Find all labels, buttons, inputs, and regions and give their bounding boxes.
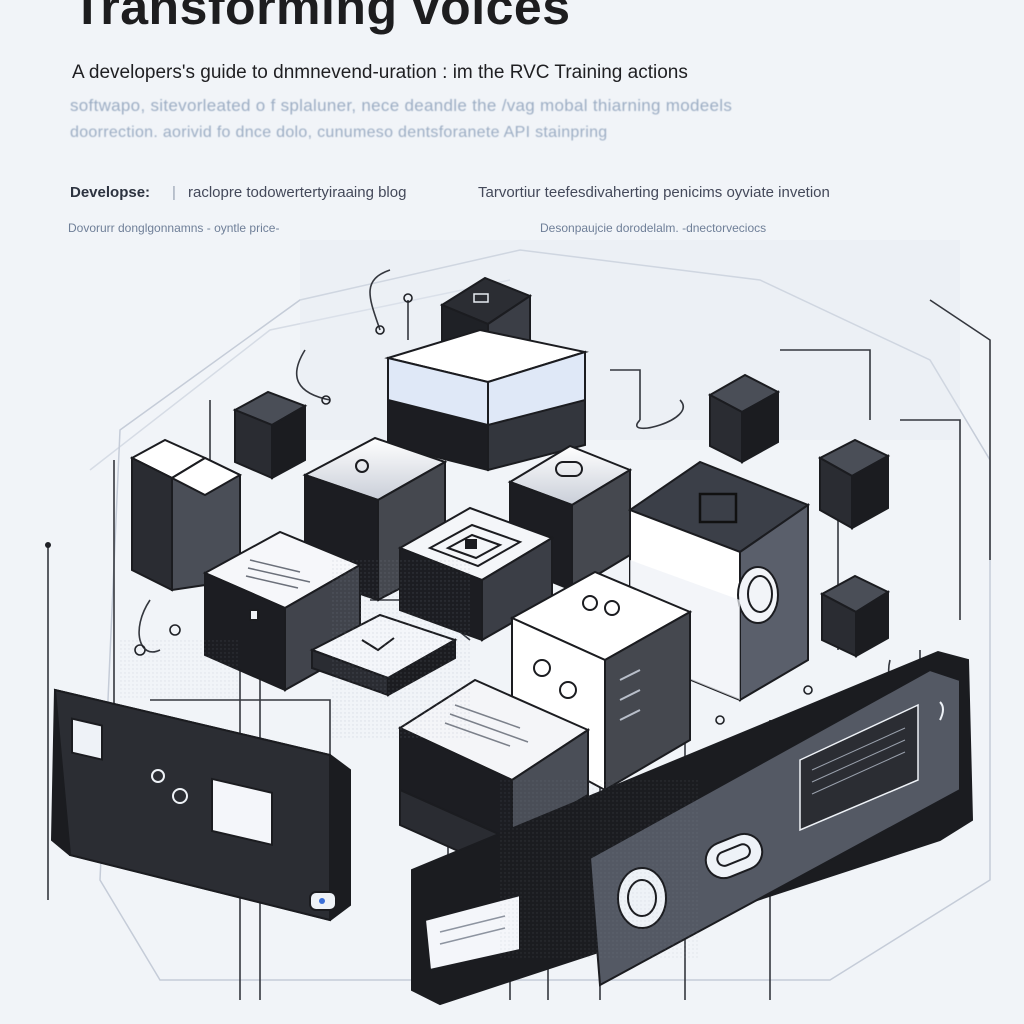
developer-link-invention[interactable]: Tarvortiur teefesdivaherting penicims oy… [478,184,830,201]
central-white-block [384,328,589,472]
page-subtitle: A developers's guide to dnmnevend-uratio… [72,62,688,83]
mini-caption-left: Dovorurr donglgonnamns - oyntle price- [68,221,280,235]
intro-line-2: doorrection. aorivid fo dnce dolo, cunum… [70,124,608,141]
intro-line-1: softwapo, sitevorleated o f splaluner, n… [70,96,733,115]
speckle-shading-1 [330,560,470,740]
developer-label: Developse: [70,184,151,201]
left-tall-block [129,438,243,592]
right-cube-2 [817,438,891,530]
left-cube-1 [232,390,308,480]
right-cube-1 [707,373,781,464]
page-title: Transforming voices [72,0,571,35]
developer-separator: | [172,184,176,201]
speckle-shading-3 [120,640,240,700]
document-block [202,530,363,692]
developer-row: Developse: | raclopre todowertertyiraain… [70,184,950,208]
right-cube-3 [819,574,891,658]
mini-caption-right: Desonpaujcie dorodelalm. -dnectorveciocs [540,221,767,235]
left-panel-bar [50,688,351,922]
developer-link-blog[interactable]: raclopre todowertertyiraaing blog [188,184,407,201]
speckle-shading-2 [500,780,700,960]
